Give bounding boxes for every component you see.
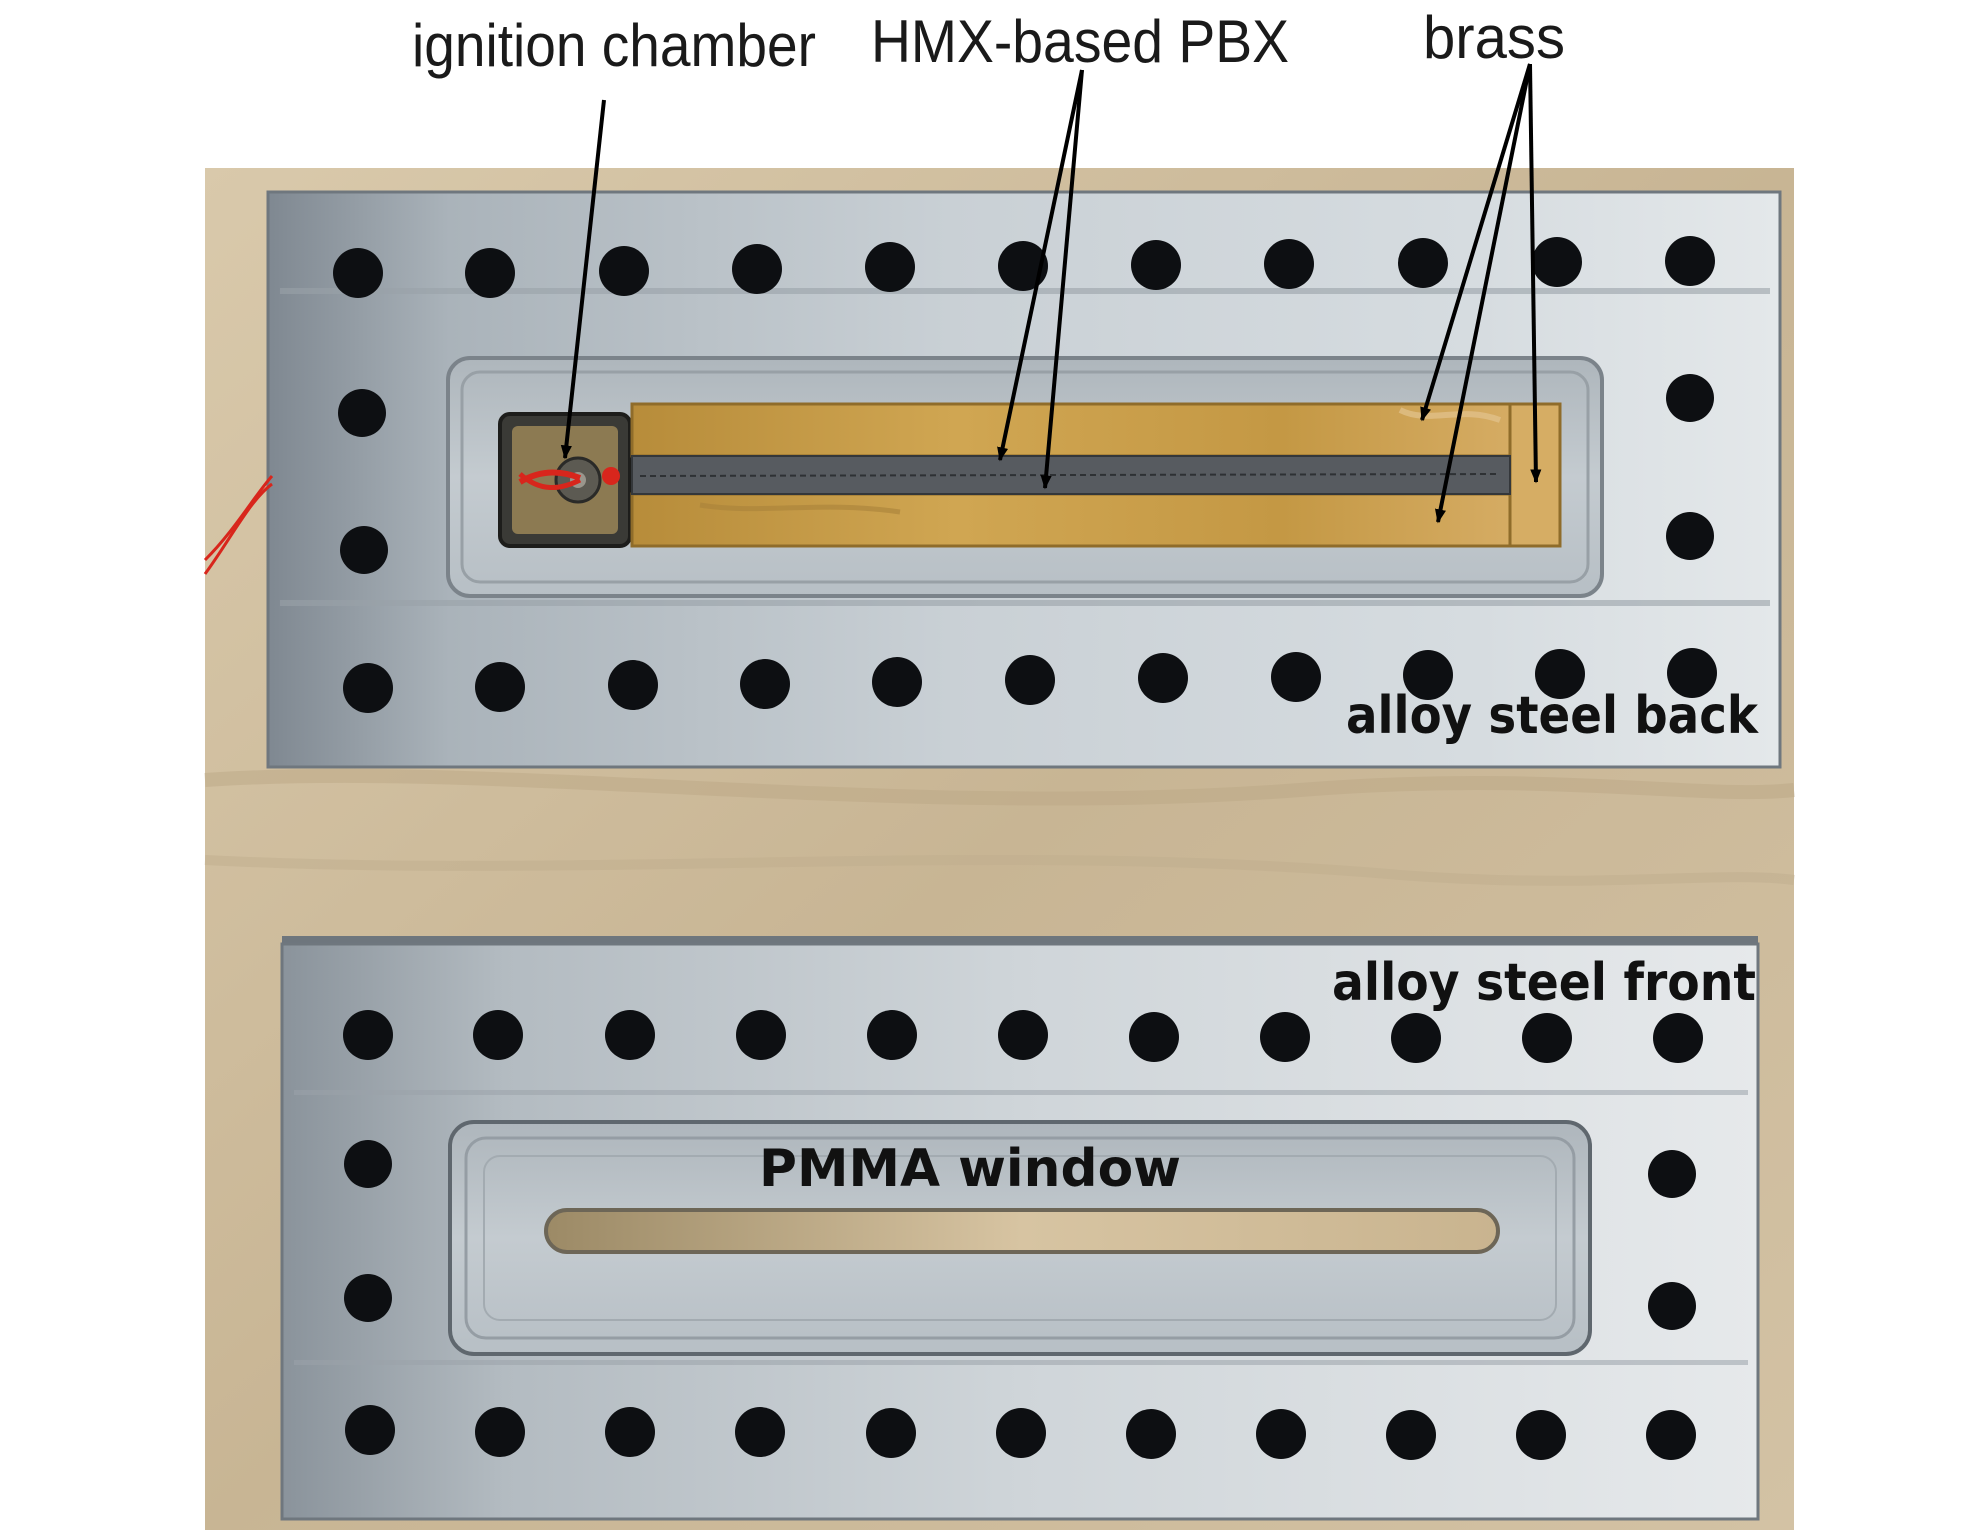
brass-arrow-3 (1528, 63, 1542, 484)
ignition-chamber-arrow (560, 99, 606, 460)
back-plate-bolt-holes (333, 236, 1717, 713)
alloy-steel-front-plate (280, 936, 1760, 1521)
front-plate-bolt-holes (343, 1010, 1703, 1460)
hmx-pbx-label: HMX-based PBX (871, 8, 1289, 75)
alloy-steel-front-label: alloy steel front (1332, 953, 1756, 1013)
brass-strips (630, 402, 1562, 548)
ignition-chamber (498, 412, 632, 548)
ignition-chamber-label: ignition chamber (412, 12, 816, 79)
brass-arrow-2 (1434, 63, 1532, 524)
brass-arrow-1 (1420, 63, 1532, 422)
annotation-arrows (560, 63, 1542, 524)
alloy-steel-back-label: alloy steel back (1346, 686, 1759, 746)
pbx-arrow-1 (997, 69, 1084, 462)
pmma-window-slot (544, 1208, 1500, 1254)
pbx-arrow-2 (1040, 69, 1084, 490)
brass-label: brass (1423, 4, 1565, 71)
alloy-steel-back-plate (203, 190, 1782, 769)
pmma-window-label: PMMA window (759, 1139, 1181, 1199)
